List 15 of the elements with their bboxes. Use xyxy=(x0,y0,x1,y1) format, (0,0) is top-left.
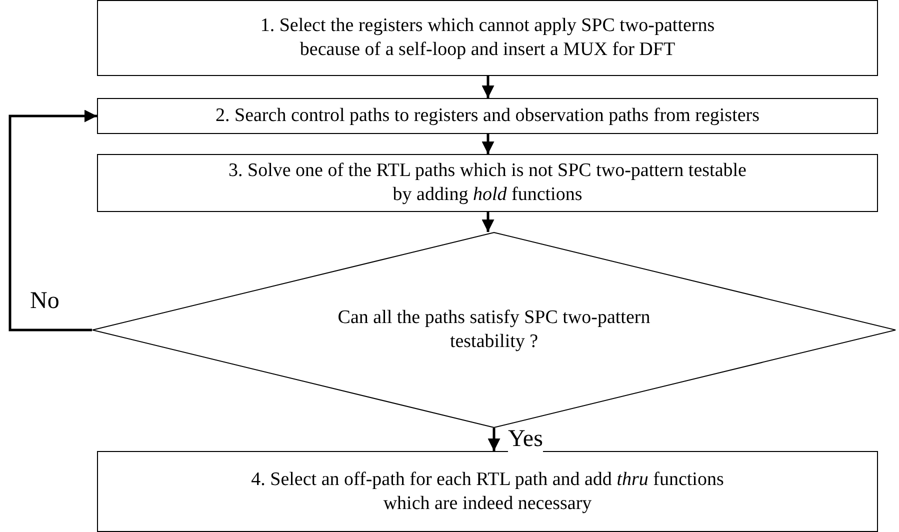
process-box xyxy=(97,98,878,134)
arrow xyxy=(488,428,500,451)
step-text: Can all the paths satisfy SPC two-pattern testability ? xyxy=(336,306,652,354)
step-text: 4. Select an off-path for each RTL path and add thru functions which are indeed necessary xyxy=(250,468,725,516)
arrow xyxy=(482,76,494,98)
step-text: 2. Search control paths to registers and observation paths from registers xyxy=(216,104,760,128)
arrow xyxy=(482,134,494,154)
arrow xyxy=(8,110,97,332)
arrow xyxy=(482,212,494,232)
process-box xyxy=(97,451,878,532)
process-box xyxy=(97,0,878,76)
decision-diamond xyxy=(92,232,896,428)
process-box xyxy=(97,154,878,212)
step-text: 3. Solve one of the RTL paths which is not SPC two-pattern testable by adding hold functions xyxy=(228,159,747,207)
step-text: 1. Select the registers which cannot apply SPC two-patterns because of a self-loop and insert a MUX for DFT xyxy=(259,14,716,62)
